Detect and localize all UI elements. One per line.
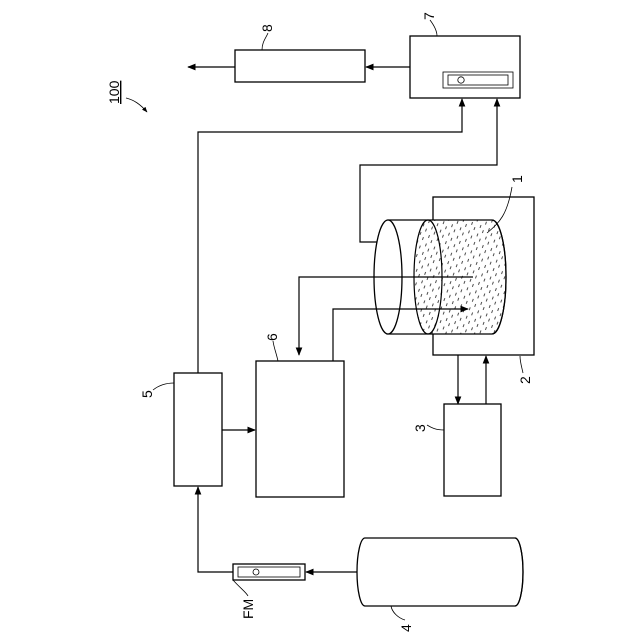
line-fm-to-5	[198, 487, 233, 572]
label-unit7: 7	[421, 12, 437, 20]
label-cylinder: 4	[398, 624, 414, 632]
unit-7-box	[410, 36, 520, 98]
leader-2	[520, 356, 523, 373]
label-unit3: 3	[412, 424, 428, 432]
label-flowmeter: FM	[240, 599, 256, 619]
label-vessel: 2	[517, 376, 533, 384]
unit-3-box	[444, 404, 501, 496]
leader-fm	[233, 580, 248, 596]
label-system: 100	[106, 80, 122, 104]
leader-6	[273, 341, 278, 361]
leader-3	[427, 425, 444, 430]
unit-5-box	[174, 373, 222, 486]
unit-8-box	[235, 50, 365, 82]
cylinder-4-body	[357, 538, 523, 606]
leader-4	[391, 606, 405, 620]
unit-6-box	[256, 361, 344, 497]
label-tank: 1	[509, 175, 525, 183]
label-unit5: 5	[139, 390, 155, 398]
flowmeter-box	[233, 564, 305, 580]
leader-5	[153, 383, 174, 390]
leader-8	[262, 33, 268, 50]
leader-7	[430, 20, 437, 36]
label-unit6: 6	[264, 333, 280, 341]
leader-100	[126, 98, 147, 112]
label-unit8: 8	[259, 24, 275, 32]
